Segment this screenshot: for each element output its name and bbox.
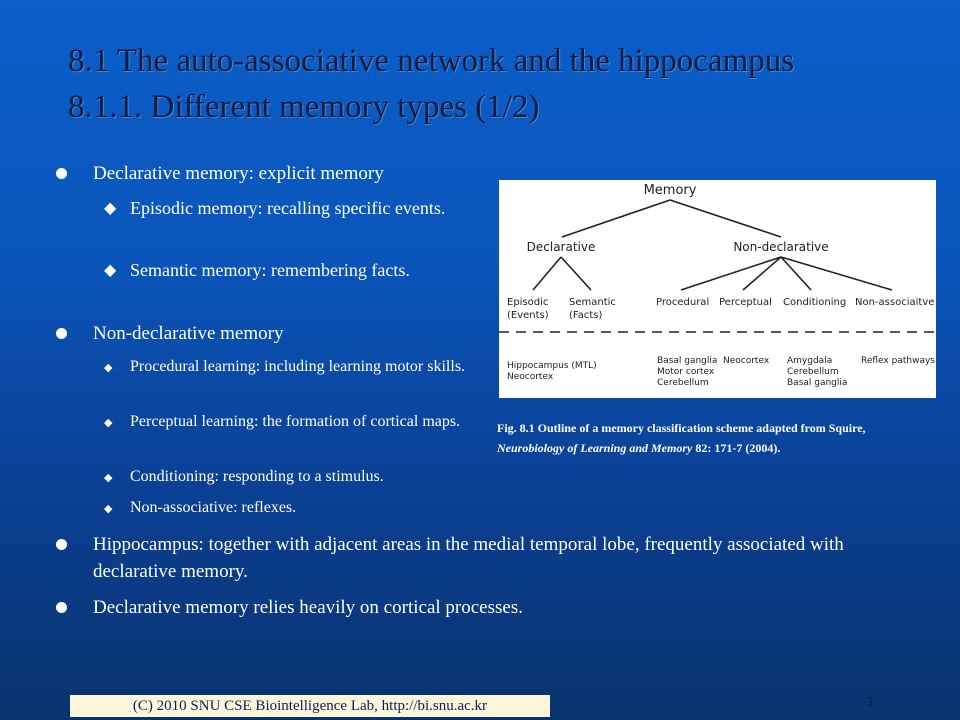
tree-edge	[680, 256, 782, 291]
bullet-text: Procedural learning: including learning …	[130, 358, 466, 375]
tree-edge	[561, 199, 671, 238]
bullet-text: Hippocampus: together with adjacent area…	[93, 534, 844, 582]
bullet-text: Conditioning: responding to a stimulus.	[130, 468, 384, 485]
bullet-text: Declarative memory: explicit memory	[93, 163, 384, 184]
bullet-conditioning: ◆ Conditioning: responding to a stimulus…	[104, 466, 494, 489]
region-neocortex: Neocortex	[507, 372, 554, 382]
tree-edge	[560, 256, 592, 291]
region-cerebellum-conditioning: Cerebellum	[787, 367, 839, 377]
node-episodic: Episodic	[507, 297, 548, 308]
node-events: (Events)	[507, 310, 549, 321]
bullet-text: Non-associative: reflexes.	[130, 499, 297, 516]
region-cerebellum: Cerebellum	[657, 378, 709, 388]
slide-title: 8.1 The auto-associative network and the…	[68, 40, 928, 128]
footer-bar: (C) 2010 SNU CSE Biointelligence Lab, ht…	[70, 695, 550, 717]
bullet-episodic: ◆ Episodic memory: recalling specific ev…	[104, 196, 484, 221]
node-perceptual: Perceptual	[719, 297, 772, 308]
bullet-hippocampus: Hippocampus: together with adjacent area…	[56, 531, 906, 585]
node-non-associative: Non-associaitve	[855, 297, 934, 308]
bullet-text: Perceptual learning: the formation of co…	[130, 413, 461, 430]
title-line-1: 8.1 The auto-associative network and the…	[68, 43, 795, 79]
region-hippocampus: Hippocampus (MTL)	[507, 361, 597, 371]
node-declarative: Declarative	[527, 240, 596, 254]
tree-edge	[532, 256, 562, 291]
bullet-dot-icon	[56, 539, 67, 550]
page-number: 3	[866, 695, 873, 710]
diamond-icon: ◆	[104, 417, 113, 429]
diamond-icon: ◆	[104, 262, 117, 279]
title-line-2: 8.1.1. Different memory types (1/2)	[68, 89, 540, 125]
region-amygdala: Amygdala	[787, 356, 832, 366]
region-basal-ganglia-conditioning: Basal ganglia	[787, 378, 847, 388]
bullet-dot-icon	[56, 168, 67, 179]
bullet-perceptual: ◆ Perceptual learning: the formation of …	[104, 411, 474, 434]
region-basal-ganglia: Basal ganglia	[657, 356, 717, 366]
tree-edge	[669, 199, 782, 238]
bullet-text: Episodic memory: recalling specific even…	[130, 198, 446, 218]
region-reflex-pathways: Reflex pathways	[861, 356, 935, 366]
bullet-cortical: Declarative memory relies heavily on cor…	[56, 594, 906, 621]
bullet-procedural: ◆ Procedural learning: including learnin…	[104, 356, 484, 379]
bullet-semantic: ◆ Semantic memory: remembering facts.	[104, 258, 464, 283]
caption-text-end: 82: 171-7 (2004).	[692, 441, 781, 455]
node-conditioning: Conditioning	[783, 297, 846, 308]
bullet-non-associative: ◆ Non-associative: reflexes.	[104, 497, 484, 520]
bullet-dot-icon	[56, 328, 67, 339]
caption-text: Fig. 8.1 Outline of a memory classificat…	[497, 421, 866, 435]
bullet-text: Declarative memory relies heavily on cor…	[93, 597, 523, 618]
region-motor-cortex: Motor cortex	[657, 367, 715, 377]
tree-edge	[780, 256, 812, 291]
node-memory: Memory	[644, 183, 697, 198]
tree-edge	[742, 256, 782, 291]
region-neocortex-perceptual: Neocortex	[723, 356, 770, 366]
node-facts: (Facts)	[569, 310, 602, 321]
bullet-non-declarative: Non-declarative memory	[56, 320, 476, 347]
tree-edge	[780, 256, 893, 291]
node-non-declarative: Non-declarative	[733, 240, 828, 254]
figure-caption: Fig. 8.1 Outline of a memory classificat…	[497, 418, 927, 458]
bullet-text: Semantic memory: remembering facts.	[130, 260, 410, 280]
diamond-icon: ◆	[104, 200, 117, 217]
diamond-icon: ◆	[104, 362, 113, 374]
caption-journal: Neurobiology of Learning and Memory	[497, 441, 693, 455]
bullet-text: Non-declarative memory	[93, 323, 284, 344]
node-procedural: Procedural	[656, 297, 709, 308]
bullet-declarative: Declarative memory: explicit memory	[56, 160, 476, 187]
memory-classification-figure: Memory Declarative Non-declarative Episo…	[499, 180, 936, 398]
bullet-dot-icon	[56, 602, 67, 613]
node-semantic: Semantic	[569, 297, 616, 308]
diamond-icon: ◆	[104, 472, 113, 484]
diamond-icon: ◆	[104, 503, 113, 515]
